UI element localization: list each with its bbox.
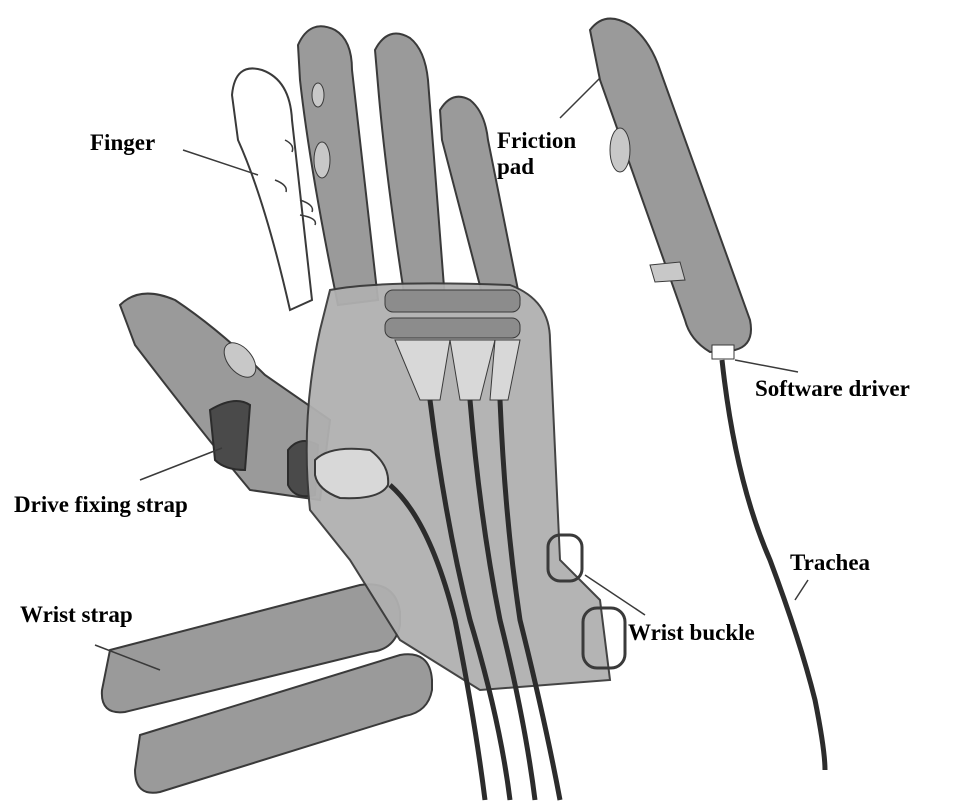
glove-finger-ring: [375, 34, 445, 300]
label-finger: Finger: [90, 130, 155, 156]
label-software-driver: Software driver: [755, 376, 910, 402]
label-wrist-buckle: Wrist buckle: [628, 620, 755, 646]
bare-finger: [232, 68, 312, 310]
drive-fixing-strap-ring-1: [210, 401, 250, 470]
separate-actuator: [590, 19, 751, 352]
glove-finger-middle: [298, 26, 378, 305]
label-trachea: Trachea: [790, 550, 870, 576]
label-drive-fixing-strap: Drive fixing strap: [14, 492, 188, 518]
label-friction-pad: Friction pad: [497, 128, 607, 181]
label-wrist-strap: Wrist strap: [20, 602, 133, 628]
thumb-drive: [315, 449, 388, 498]
